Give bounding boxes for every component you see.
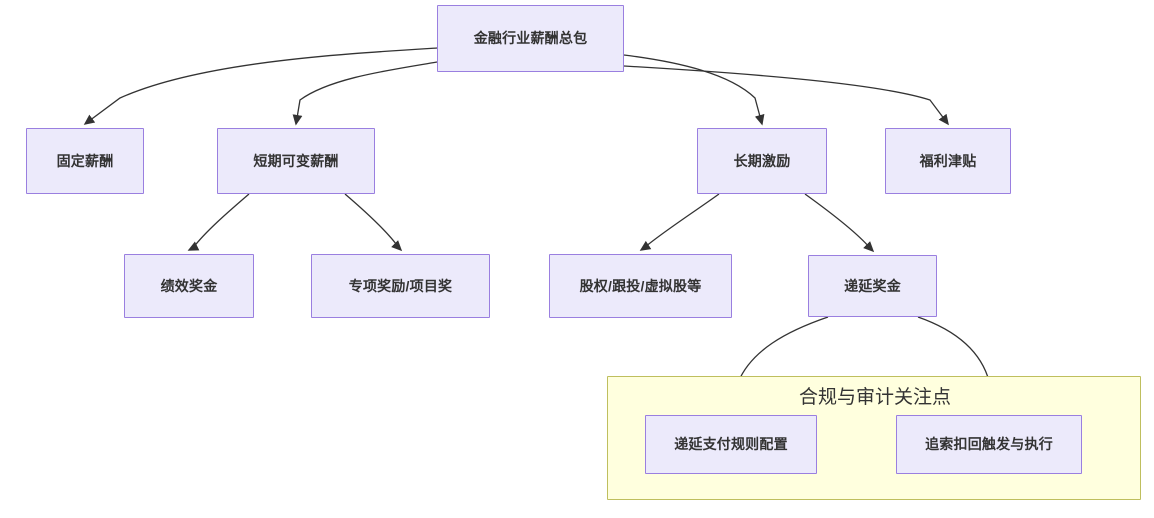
- edge-shortterm-to-special: [344, 193, 403, 252]
- edge-longterm-to-equity: [639, 193, 720, 251]
- node-benefit[interactable]: 福利津贴: [885, 128, 1011, 194]
- node-root[interactable]: 金融行业薪酬总包: [437, 5, 624, 72]
- node-special[interactable]: 专项奖励/项目奖: [311, 254, 490, 318]
- edge-longterm-to-deferred: [804, 193, 875, 253]
- node-equity[interactable]: 股权/跟投/虚拟股等: [549, 254, 732, 318]
- node-fixed[interactable]: 固定薪酬: [26, 128, 144, 194]
- edge-root-to-longterm: [623, 54, 765, 126]
- edge-root-to-benefit: [623, 65, 949, 126]
- node-shortterm[interactable]: 短期可变薪酬: [217, 128, 375, 194]
- node-perfbonus[interactable]: 绩效奖金: [124, 254, 254, 318]
- edge-root-to-fixed: [83, 47, 438, 125]
- node-clawback[interactable]: 追索扣回触发与执行: [896, 415, 1082, 474]
- cluster-title-compliance: 合规与审计关注点: [798, 387, 951, 408]
- edge-shortterm-to-perfbonus: [187, 193, 250, 251]
- edge-root-to-shortterm: [292, 61, 438, 126]
- node-deferred[interactable]: 递延奖金: [808, 255, 937, 317]
- node-payrule[interactable]: 递延支付规则配置: [645, 415, 817, 474]
- node-longterm[interactable]: 长期激励: [697, 128, 827, 194]
- edge-group: [83, 47, 997, 413]
